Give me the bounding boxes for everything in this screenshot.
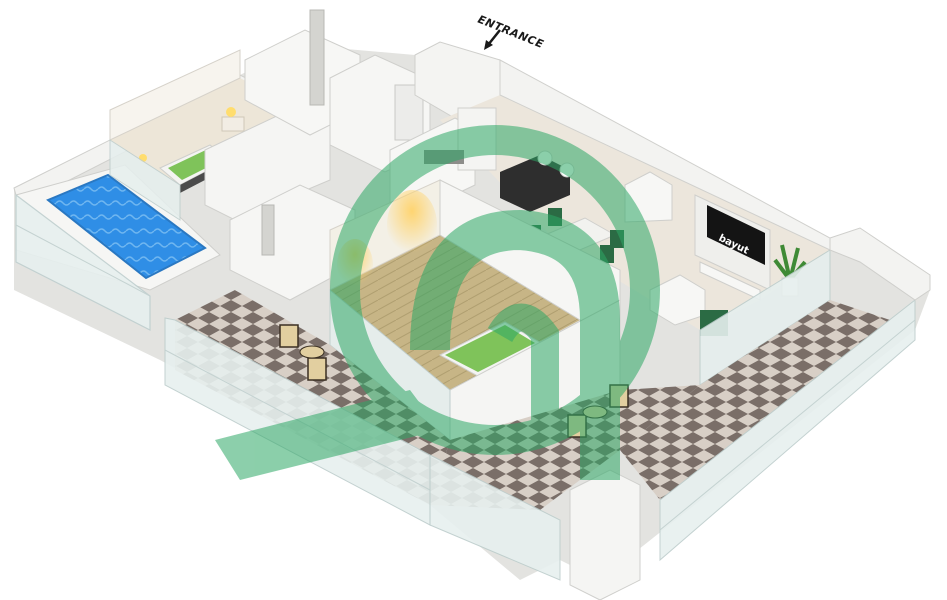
table-icon: [299, 345, 325, 359]
entrance-marker: ENTRANCE: [476, 13, 546, 51]
entrance-arrow-icon: [484, 29, 501, 50]
pool: [46, 173, 207, 280]
kitchen-island: [500, 155, 570, 212]
terrace-pillar: [569, 469, 641, 600]
outer-wall-right: [829, 227, 931, 301]
bedside-table: [221, 116, 245, 132]
terrace-right: [620, 300, 890, 500]
terrace-glass-right: [659, 298, 916, 562]
shower-column: [261, 204, 275, 256]
bedroom-1-back-wall: [109, 49, 241, 141]
bedroom-1-glass: [109, 139, 181, 221]
chair-icon: [279, 324, 327, 381]
pool-glass-rail: [15, 193, 151, 331]
terrace-center: [430, 385, 700, 510]
terrace-glass-center: [429, 454, 561, 581]
bayut-watermark-icon: [215, 125, 660, 480]
lamp-icon: [226, 107, 236, 117]
shower-column: [309, 9, 325, 106]
